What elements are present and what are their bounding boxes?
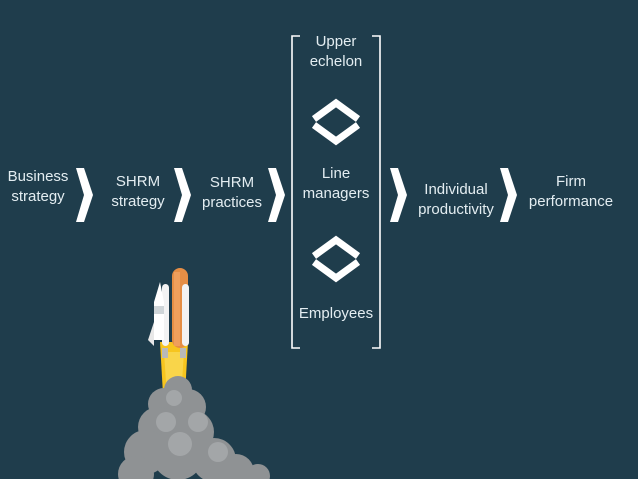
chevron-right-icon <box>388 166 408 224</box>
chevron-right-icon <box>172 166 192 224</box>
step-firm-performance: Firm performance <box>528 173 614 210</box>
hierarchy-bracket <box>291 35 381 349</box>
step-shrm-strategy: SHRM strategy <box>111 173 165 210</box>
hierarchy-employees: Employees <box>298 305 374 322</box>
hierarchy-upper-echelon: Upper echelon <box>309 33 363 70</box>
chevron-right-icon <box>74 166 94 224</box>
hierarchy-line-managers: Line managers <box>302 165 370 202</box>
up-down-chevrons-icon <box>311 235 361 283</box>
rocket-launch-illustration <box>118 268 270 479</box>
step-shrm-practices: SHRM practices <box>201 174 263 211</box>
step-individual-productivity: Individual productivity <box>418 181 494 218</box>
chevron-right-icon <box>266 166 286 224</box>
up-down-chevrons-icon <box>311 98 361 146</box>
step-business-strategy: Business strategy <box>7 168 69 205</box>
chevron-right-icon <box>498 166 518 224</box>
